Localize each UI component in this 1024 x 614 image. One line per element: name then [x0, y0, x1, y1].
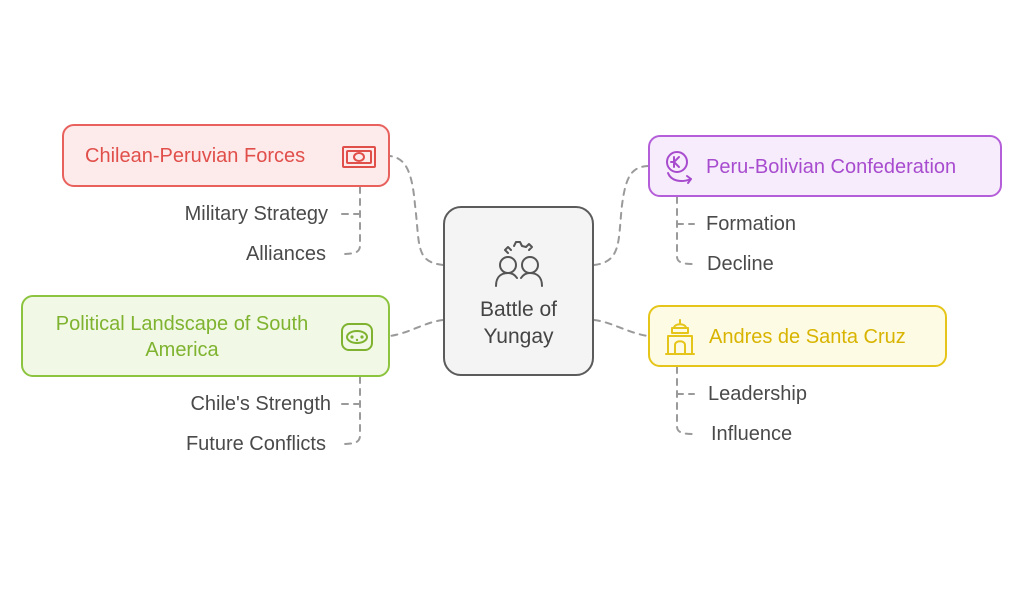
child-influence: Influence: [711, 423, 793, 445]
child-future-conflicts: Future Conflicts: [185, 433, 326, 455]
center-title-line2: Yungay: [483, 325, 554, 348]
banknote-icon: [342, 146, 376, 168]
connector-santacruz-children: [676, 366, 695, 435]
child-formation: Formation: [706, 213, 797, 235]
branch-label: Political Landscape of South America: [23, 311, 341, 363]
child-leadership: Leadership: [708, 383, 807, 405]
child-chiles-strength: Chile's Strength: [190, 393, 331, 415]
child-alliances: Alliances: [245, 243, 326, 265]
monument-icon: [665, 319, 695, 355]
center-title: Battle of Yungay: [445, 296, 592, 350]
center-node[interactable]: Battle of Yungay: [443, 206, 594, 376]
branch-label: Peru-Bolivian Confederation: [706, 156, 957, 178]
connector-center-political: [389, 319, 444, 337]
connector-center-confederation: [593, 165, 649, 266]
branch-label-line1: Political Landscape of South: [55, 313, 309, 335]
connector-political-children: [341, 376, 361, 445]
center-title-line1: Battle of: [479, 298, 558, 321]
branch-label: Andres de Santa Cruz: [709, 326, 906, 348]
branch-label: Chilean-Peruvian Forces: [85, 145, 306, 167]
connector-confederation-children: [676, 196, 695, 265]
branch-label-line2: America: [145, 339, 219, 361]
branch-peru-bolivian-confederation[interactable]: Peru-Bolivian Confederation: [648, 135, 1002, 197]
branch-andres-de-santa-cruz[interactable]: Andres de Santa Cruz: [648, 305, 947, 367]
connector-center-santacruz: [593, 319, 649, 337]
connector-center-chilean: [389, 155, 444, 266]
people-gear-icon: [495, 241, 543, 287]
child-military-strategy: Military Strategy: [184, 203, 328, 225]
branch-political-landscape[interactable]: Political Landscape of South America: [21, 295, 390, 377]
child-decline: Decline: [707, 253, 774, 275]
plug-socket-icon: [341, 323, 373, 351]
currency-exchange-icon: [666, 151, 692, 184]
connector-chilean-children: [341, 186, 361, 255]
branch-chilean-peruvian-forces[interactable]: Chilean-Peruvian Forces: [62, 124, 390, 187]
